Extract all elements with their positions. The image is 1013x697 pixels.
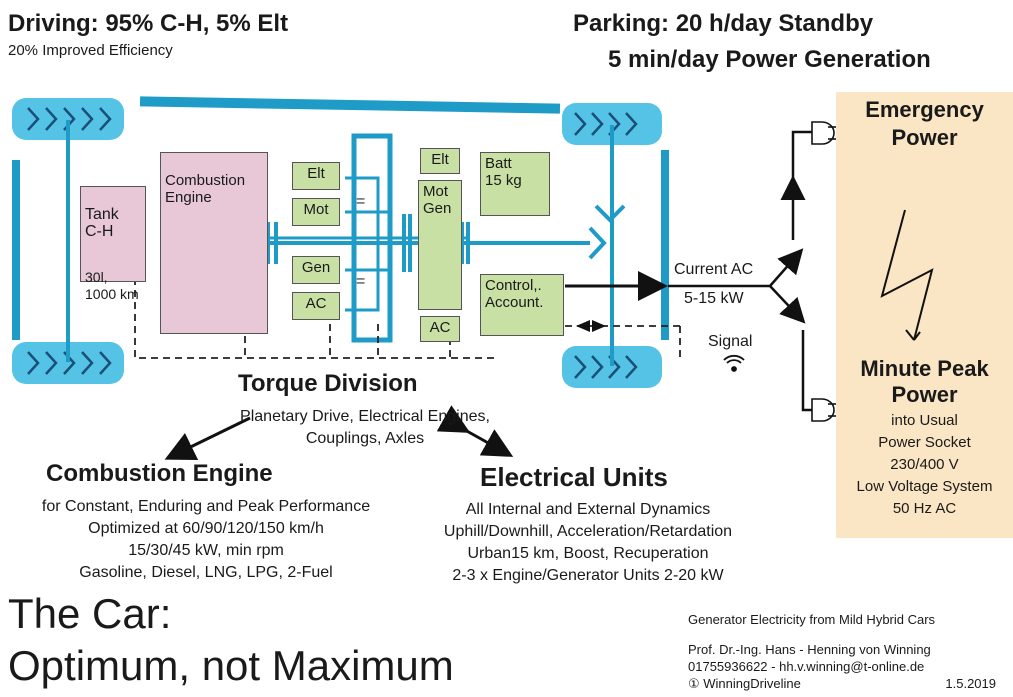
svg-text:=: = [356,273,365,290]
control-box: Control,. Account. [480,274,564,336]
electrical-line: All Internal and External Dynamics [465,501,711,518]
combustion-line: 15/30/45 kW, min rpm [128,542,284,559]
wheel-rear-left [12,342,124,384]
wifi-icon [723,354,745,372]
electrical-line: 2-3 x Engine/Generator Units 2-20 kW [452,567,724,584]
mot-gen-box: Mot Gen [418,180,462,310]
tank-box: Tank C-H 30l, 1000 km [80,186,146,302]
power-line: Low Voltage System [856,478,993,495]
torque-line: Planetary Drive, Electrical Engines, [240,408,490,425]
power-line: 50 Hz AC [892,500,957,517]
power-panel-bg [836,92,1013,538]
signal-label: Signal [708,333,753,350]
emergency-power: Emergency Power [865,97,984,150]
tagline-line2: Optimum, not Maximum [8,642,454,689]
differential [588,204,626,260]
torque-arrow-left [164,416,251,460]
electrical-line: Uphill/Downhill, Acceleration/Retardatio… [443,523,733,540]
gen-box: Gen [292,256,340,284]
tank-spec: 30l, 1000 km [85,269,139,302]
credits-contact: 01755936622 - hh.v.winning@t-online.de [688,659,925,674]
parking-line2: 5 min/day Power Generation [608,46,931,73]
credits-title: Generator Electricity from Mild Hybrid C… [688,612,936,627]
combustion-engine-box: Combustion Engine [160,152,268,334]
torque-arrow-right [436,405,514,457]
combustion-line: for Constant, Enduring and Peak Performa… [41,498,371,515]
combustion-line: Gasoline, Diesel, LNG, LPG, 2-Fuel [79,564,333,581]
tank-label: Tank C-H [85,206,119,240]
mot-box: Mot [292,198,340,226]
electrical-title: Electrical Units [480,462,668,492]
combustion-engine-label: Combustion Engine [165,172,246,206]
coupling-group [266,214,470,272]
wheel-rear-right [562,346,662,388]
minute-peak-power: Minute Peak Power [860,356,989,407]
current-label: Current AC [674,261,754,278]
elt-left-box: Elt [292,162,340,190]
torque-line: Couplings, Axles [305,430,425,447]
power-range: 5-15 kW [684,290,744,307]
wheel-front-right [562,103,662,145]
body-right-bar [661,150,669,340]
tagline-line1: The Car: [8,590,172,637]
elt-right-box: Elt [420,148,460,174]
credits-date: 1.5.2019 [945,676,996,691]
ac-left-box: AC [292,292,340,320]
tagline: The Car: Optimum, not Maximum [8,590,454,690]
power-line: 230/400 V [890,456,959,473]
power-line: into Usual [891,412,958,429]
torque-description: Planetary Drive, Electrical Engines, Cou… [200,406,530,450]
batt-box: Batt 15 kg [480,152,550,216]
body-left-bar [12,160,20,340]
combustion-line: Optimized at 60/90/120/150 km/h [88,520,324,537]
plug-icon-bottom [811,398,836,422]
lightning-icon [880,209,934,341]
electrical-lines: All Internal and External Dynamics Uphil… [412,499,764,587]
combustion-lines: for Constant, Enduring and Peak Performa… [0,496,412,584]
plug-icon-top [811,121,836,145]
credits-copyright: ① WinningDriveline [688,676,801,691]
torque-title: Torque Division [238,370,418,397]
svg-text:=: = [356,193,365,210]
driving-subtitle: 20% Improved Efficiency [8,42,173,59]
power-panel-lines: into Usual Power Socket 230/400 V Low Vo… [836,410,1013,520]
combustion-title: Combustion Engine [46,460,273,487]
parking-line1: Parking: 20 h/day Standby [573,10,874,37]
credits-author: Prof. Dr.-Ing. Hans - Henning von Winnin… [688,642,931,657]
electrical-line: Urban15 km, Boost, Recuperation [467,545,709,562]
credits-footer: ① WinningDriveline 1.5.2019 [688,675,996,692]
driving-title: Driving: 95% C-H, 5% Elt [8,10,289,37]
credits-block: Prof. Dr.-Ing. Hans - Henning von Winnin… [688,641,1008,692]
ac-right-box: AC [420,316,460,342]
planetary-frame [351,133,393,343]
wheel-front-left [12,98,124,140]
body-top-bar [139,96,561,114]
power-line: Power Socket [878,434,971,451]
